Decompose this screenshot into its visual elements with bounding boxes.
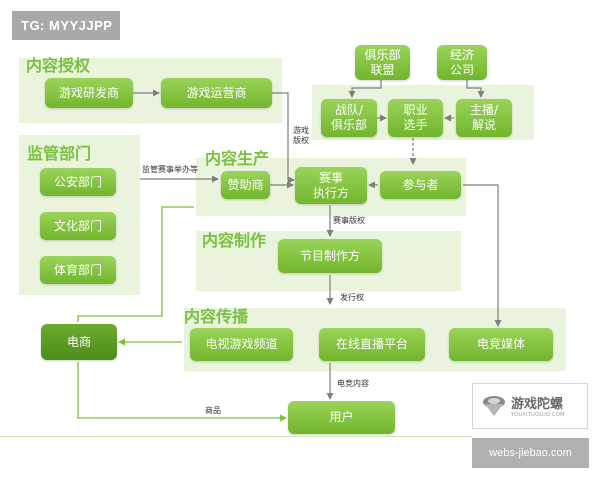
node-user: 用户 [288, 401, 395, 434]
section-title-content-license: 内容授权 [26, 56, 91, 75]
node-team-club: 战队/ 俱乐部 [321, 99, 377, 137]
section-title-regulators: 监管部门 [27, 144, 92, 163]
node-pro-player: 职业 选手 [388, 99, 443, 137]
section-title-content-production: 内容生产 [205, 149, 270, 168]
section-title-content-making: 内容制作 [202, 231, 267, 250]
brand-watermark: 游戏陀螺 YOUXITUOLUO.COM [472, 383, 588, 429]
node-program-producer: 节目制作方 [278, 239, 382, 273]
node-streamer-commentator: 主播/ 解说 [456, 99, 512, 137]
edge-label-distribution-rights: 发行权 [340, 293, 364, 302]
edge-label-esports-content: 电竞内容 [337, 379, 369, 388]
node-sponsor: 赞助商 [221, 171, 270, 199]
node-economic-company: 经济 公司 [437, 45, 487, 80]
brand-domain: YOUXITUOLUO.COM [511, 412, 565, 418]
node-sports-dept: 体育部门 [40, 256, 116, 284]
node-game-developer: 游戏研发商 [45, 78, 133, 108]
edge-label-supervise-event: 监管赛事举办等 [142, 165, 198, 174]
node-culture-dept: 文化部门 [40, 212, 116, 240]
node-game-operator: 游戏运营商 [161, 78, 272, 108]
brand-name: 游戏陀螺 [511, 397, 564, 412]
node-event-organizer: 赛事 执行方 [295, 167, 367, 204]
watermark-tag: TG: MYYJJPP [12, 11, 120, 40]
section-title-content-distribution: 内容传播 [184, 307, 249, 326]
edge-label-event-rights: 赛事版权 [333, 216, 365, 225]
spinning-top-logo-icon [483, 396, 505, 416]
node-tv-game-channel: 电视游戏频道 [190, 328, 293, 361]
node-participant: 参与者 [380, 171, 461, 199]
edge-label-game-rights: 游戏 版权 [293, 126, 309, 145]
node-ecommerce: 电商 [41, 324, 117, 360]
edge-label-goods: 商品 [205, 406, 221, 415]
node-club-alliance: 俱乐部 联盟 [355, 45, 410, 80]
node-live-platform: 在线直播平台 [319, 328, 425, 361]
node-public-security: 公安部门 [40, 168, 116, 196]
node-esports-media: 电竞媒体 [449, 328, 553, 361]
bottom-divider [0, 436, 472, 437]
source-url-tag: webs-jiebao.com [472, 438, 589, 468]
